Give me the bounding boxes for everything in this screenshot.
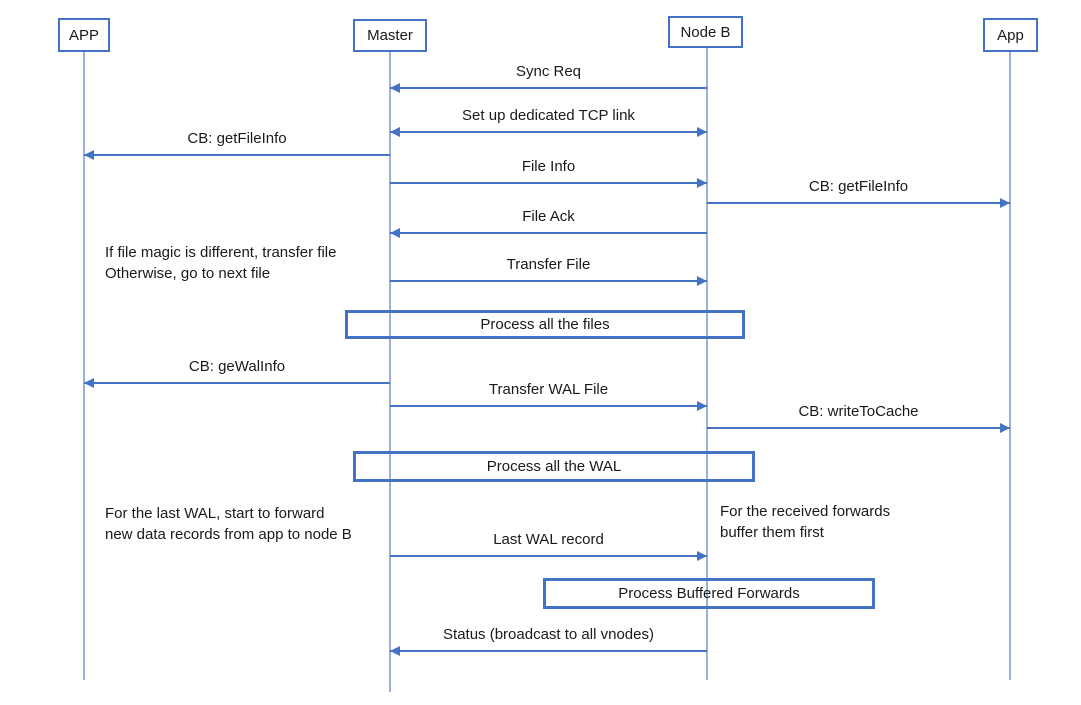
message-label: Set up dedicated TCP link [462, 107, 635, 124]
arrowhead-right-icon [697, 178, 707, 188]
message-transfer-file: Transfer File [390, 254, 707, 286]
note-last-wal-forward: For the last WAL, start to forward new d… [105, 503, 352, 545]
arrowhead-right-icon [697, 276, 707, 286]
arrowhead-left-icon [84, 378, 94, 388]
arrowhead-left-icon [390, 646, 400, 656]
message-label: CB: getFileInfo [187, 130, 287, 147]
arrowhead-right-icon [697, 401, 707, 411]
note-line: new data records from app to node B [105, 526, 352, 543]
message-label: File Info [521, 158, 576, 175]
arrow-line [390, 405, 707, 407]
message-file-ack: File Ack [390, 206, 707, 238]
actor-label-app-right: App [997, 26, 1024, 44]
arrow-line [390, 280, 707, 282]
arrow-line [707, 202, 1010, 204]
message-file-info: File Info [390, 156, 707, 188]
arrowhead-right-icon [697, 551, 707, 561]
actor-label-master: Master [367, 27, 413, 44]
process-box-files: Process all the files [345, 310, 745, 339]
lifeline-app-right [1009, 52, 1011, 680]
lifeline-master [389, 52, 391, 692]
note-file-magic: If file magic is different, transfer fil… [105, 242, 336, 284]
message-status-broadcast: Status (broadcast to all vnodes) [390, 624, 707, 656]
arrowhead-left-icon [84, 150, 94, 160]
message-label: File Ack [522, 208, 575, 225]
arrowhead-right-icon [1000, 198, 1010, 208]
message-cb-getfileinfo-right: CB: getFileInfo [707, 176, 1010, 208]
process-box-label: Process all the WAL [486, 458, 622, 475]
message-label: Last WAL record [493, 531, 604, 548]
message-label: CB: geWalInfo [188, 358, 286, 375]
process-box-label: Process Buffered Forwards [618, 585, 800, 602]
note-line: For the received forwards [720, 503, 891, 520]
message-sync-req: Sync Req [390, 61, 707, 93]
arrow-line [390, 232, 707, 234]
process-box-label: Process all the files [480, 316, 610, 333]
message-label: CB: getFileInfo [808, 178, 909, 195]
actor-label-node-b: Node B [680, 23, 731, 41]
message-label: CB: writeToCache [798, 403, 919, 420]
note-line: For the last WAL, start to forward [105, 505, 325, 522]
message-transfer-wal-file: Transfer WAL File [390, 379, 707, 411]
lifeline-app-left [83, 52, 85, 680]
note-line: Otherwise, go to next file [105, 265, 271, 282]
message-cb-writetocache: CB: writeToCache [707, 401, 1010, 433]
note-buffer-forwards: For the received forwards buffer them fi… [720, 501, 890, 543]
actor-box-node-b: Node B [668, 16, 743, 48]
lifeline-node-b [706, 48, 708, 680]
arrowhead-right-icon [697, 127, 707, 137]
arrowhead-right-icon [1000, 423, 1010, 433]
message-label: Transfer WAL File [488, 381, 609, 398]
message-cb-gewalinfo: CB: geWalInfo [84, 356, 390, 388]
note-line: buffer them first [720, 524, 824, 541]
arrow-line [390, 87, 707, 89]
arrow-line [390, 182, 707, 184]
message-label: Transfer File [506, 256, 591, 273]
message-label: Status (broadcast to all vnodes) [443, 626, 654, 643]
process-box-buffered-forwards: Process Buffered Forwards [543, 578, 875, 609]
arrowhead-left-icon [390, 83, 400, 93]
arrow-line [84, 382, 390, 384]
note-line: If file magic is different, transfer fil… [105, 244, 337, 261]
arrow-line [390, 555, 707, 557]
actor-box-master: Master [353, 19, 427, 52]
message-last-wal-record: Last WAL record [390, 529, 707, 561]
actor-box-app-right: App [983, 18, 1038, 52]
arrow-line [707, 427, 1010, 429]
arrowhead-left-icon [390, 127, 400, 137]
message-setup-tcp-link: Set up dedicated TCP link [390, 105, 707, 137]
arrow-line [390, 131, 707, 133]
message-cb-getfileinfo-left: CB: getFileInfo [84, 128, 390, 160]
arrowhead-left-icon [390, 228, 400, 238]
arrow-line [84, 154, 390, 156]
arrow-line [390, 650, 707, 652]
actor-label-app-left: APP [68, 26, 99, 44]
message-label: Sync Req [515, 63, 582, 80]
actor-box-app-left: APP [58, 18, 110, 52]
process-box-wal: Process all the WAL [353, 451, 755, 482]
